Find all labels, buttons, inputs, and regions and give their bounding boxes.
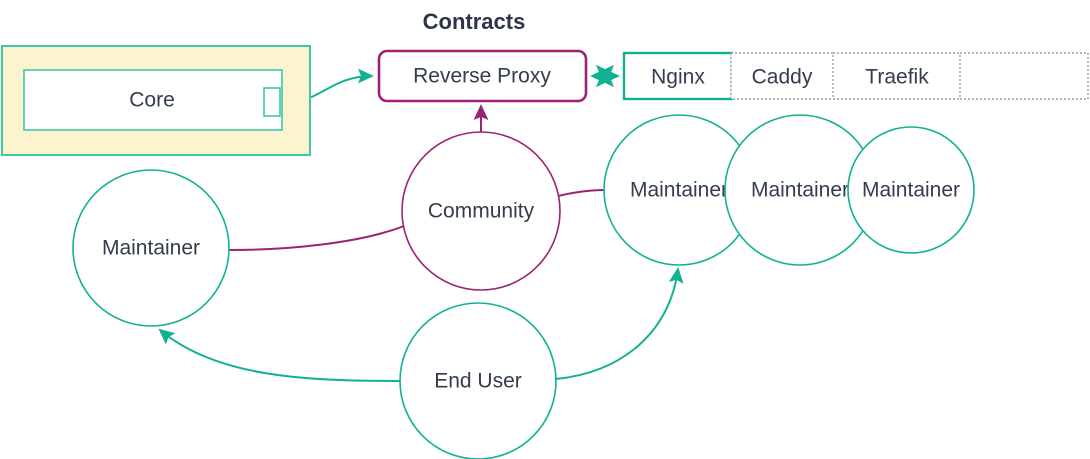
core-label: Core — [129, 89, 175, 112]
edge-community-to-maintainer-left — [228, 225, 405, 251]
choice-nginx[interactable]: Nginx — [622, 51, 734, 101]
node-label: Maintainer — [862, 179, 960, 202]
node-label: Community — [428, 200, 535, 223]
node-label: Maintainer — [102, 237, 200, 260]
node-core-group[interactable]: Core — [1, 45, 311, 156]
choice-box-border — [832, 52, 962, 100]
choice-empty[interactable] — [959, 52, 1089, 100]
choice-traefik[interactable]: Traefik — [832, 52, 962, 100]
node-label: Maintainer — [751, 179, 849, 202]
choice-box-border — [959, 52, 1089, 100]
node-maintainer-left[interactable]: Maintainer — [72, 169, 230, 327]
node-label: End User — [434, 370, 522, 393]
node-maintainer-2[interactable]: Maintainer — [724, 114, 876, 266]
choice-label: Nginx — [651, 66, 705, 89]
core-port-handle[interactable] — [263, 87, 281, 117]
choice-label: Caddy — [752, 66, 813, 89]
node-maintainer-3[interactable]: Maintainer — [847, 126, 975, 254]
node-community[interactable]: Community — [401, 131, 561, 291]
edge-community-to-maintainer-right — [557, 189, 606, 197]
choice-label: Traefik — [865, 66, 929, 89]
page-title: Contracts — [423, 9, 526, 34]
node-end-user[interactable]: End User — [399, 302, 557, 459]
core-inner-box — [23, 69, 283, 131]
edge-end-user-to-maintainer-left — [158, 328, 401, 382]
reverse-proxy-label: Reverse Proxy — [413, 65, 551, 88]
node-reverse-proxy[interactable]: Reverse Proxy — [377, 49, 588, 103]
node-label: Maintainer — [630, 179, 728, 202]
reverse-proxy-box — [377, 49, 588, 103]
choice-box-border — [622, 51, 734, 101]
choice-caddy[interactable]: Caddy — [730, 52, 835, 100]
edge-end-user-to-maintainer-right — [555, 267, 684, 380]
